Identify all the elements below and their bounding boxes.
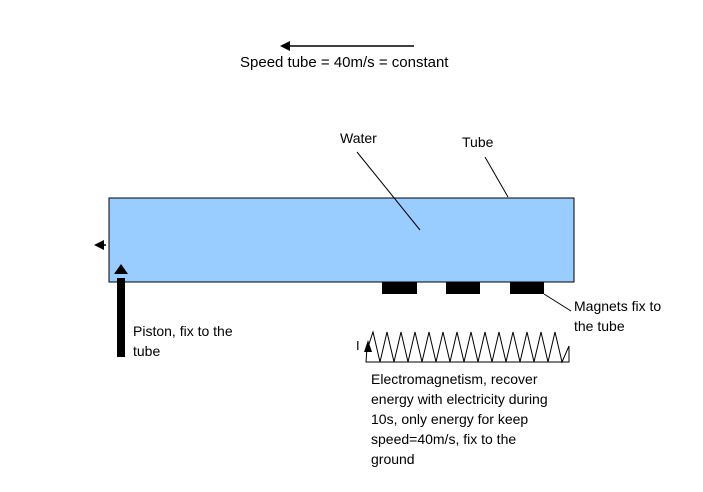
magnet-3 <box>510 282 544 294</box>
tube-body <box>108 197 575 283</box>
tube-leader-line <box>484 156 509 198</box>
coil-bracket <box>365 346 570 363</box>
tube-label: Tube <box>462 134 494 150</box>
coil-marker-label: I <box>356 338 360 353</box>
piston-label: Piston, fix to the tube <box>133 323 233 359</box>
coil-current-arrowhead <box>364 340 372 352</box>
electromagnet-coil <box>368 330 570 364</box>
magnet-1 <box>382 282 417 294</box>
magnets-label: Magnets fix to the tube <box>574 298 662 334</box>
water-label: Water <box>340 130 377 146</box>
electromagnetism-label: Electromagnetism, recover energy with el… <box>371 371 548 467</box>
piston-arrowhead <box>114 264 128 274</box>
speed-title: Speed tube = 40m/s = constant <box>240 54 449 71</box>
magnets-leader-line <box>543 293 572 312</box>
magnet-2 <box>446 282 480 294</box>
water-leader-line <box>356 151 421 231</box>
